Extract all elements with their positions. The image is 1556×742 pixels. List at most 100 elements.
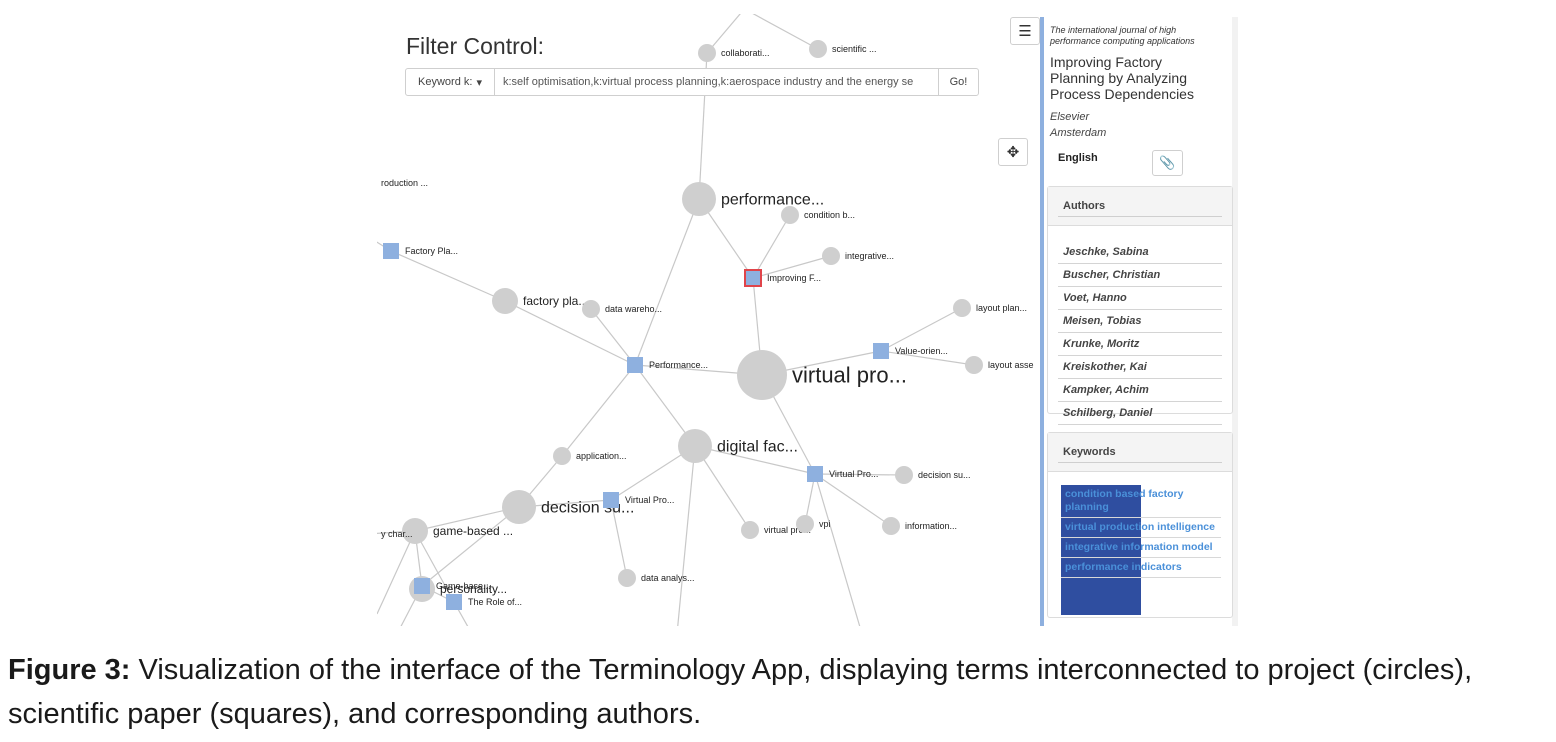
graph-nodes: collaborati... scientific ... roduction ..… — [381, 40, 1034, 610]
project-node[interactable] — [402, 518, 428, 544]
author-item[interactable]: Kreiskother, Kai — [1058, 356, 1222, 379]
divider — [1058, 216, 1222, 217]
graph-edge — [677, 445, 696, 626]
graph-edge — [377, 530, 416, 615]
graph-edge — [706, 14, 741, 54]
project-node[interactable] — [741, 521, 759, 539]
project-node-label: factory pla... — [523, 294, 588, 308]
paper-node[interactable] — [383, 243, 399, 259]
project-node[interactable] — [682, 182, 716, 216]
keyword-item[interactable]: performance indicators — [1061, 558, 1221, 578]
keyword-item[interactable]: integrative information model — [1061, 538, 1221, 558]
project-node[interactable] — [781, 206, 799, 224]
project-node[interactable] — [678, 429, 712, 463]
keywords-panel-title: Keywords — [1063, 446, 1116, 458]
graph-edge — [421, 506, 520, 587]
dropdown-label: Keyword k: — [418, 76, 473, 88]
term-network-graph[interactable]: collaborati... scientific ... roduction ..… — [377, 14, 1037, 626]
project-node[interactable] — [582, 300, 600, 318]
project-node-label: scientific ... — [832, 44, 877, 54]
selected-paper-node[interactable] — [744, 269, 762, 287]
graph-edge — [414, 506, 520, 532]
caption-text: Visualization of the interface of the Te… — [8, 654, 1473, 730]
project-node-label: data analys... — [641, 573, 695, 583]
journal-name: The international journal of high perfor… — [1050, 25, 1195, 46]
project-node-label: roduction ... — [381, 178, 428, 188]
project-node[interactable] — [953, 299, 971, 317]
hamburger-menu-icon: ☰ — [1018, 23, 1032, 40]
keywords-panel-header: Keywords — [1048, 433, 1232, 472]
filter-query-input[interactable] — [495, 69, 938, 95]
project-node-label: collaborati... — [721, 48, 770, 58]
graph-edge — [814, 473, 905, 476]
author-item[interactable]: Voet, Hanno — [1058, 287, 1222, 310]
project-node[interactable] — [965, 356, 983, 374]
graph-edges — [377, 14, 975, 626]
graph-edge — [414, 530, 455, 603]
menu-button[interactable]: ☰ — [1010, 17, 1040, 45]
paperclip-icon: 📎 — [1159, 155, 1176, 170]
project-node[interactable] — [737, 350, 787, 400]
project-node-label: layout asse — [988, 360, 1034, 370]
paper-node-label: Game-base... — [436, 581, 491, 591]
project-node[interactable] — [882, 517, 900, 535]
authors-panel-title: Authors — [1063, 200, 1106, 212]
language: English — [1058, 152, 1098, 164]
project-node[interactable] — [822, 247, 840, 265]
project-node[interactable] — [895, 466, 913, 484]
project-node-label: information... — [905, 521, 957, 531]
paper-node-label: Performance... — [649, 360, 708, 370]
keyword-item[interactable]: virtual production intelligence — [1061, 518, 1221, 538]
paper-node[interactable] — [807, 466, 823, 482]
attachment-button[interactable]: 📎 — [1152, 150, 1183, 176]
paper-title: Improving Factory Planning by Analyzing … — [1050, 54, 1194, 102]
paper-node-label: Value-orien... — [895, 346, 948, 356]
paper-node[interactable] — [627, 357, 643, 373]
paper-node[interactable] — [873, 343, 889, 359]
author-list: Jeschke, Sabina Buscher, Christian Voet,… — [1048, 226, 1232, 425]
author-item[interactable]: Meisen, Tobias — [1058, 310, 1222, 333]
author-item[interactable]: Krunke, Moritz — [1058, 333, 1222, 356]
go-button[interactable]: Go! — [938, 69, 978, 95]
author-item[interactable]: Kampker, Achim — [1058, 379, 1222, 402]
author-item[interactable]: Jeschke, Sabina — [1058, 241, 1222, 264]
author-item[interactable]: Buscher, Christian — [1058, 264, 1222, 287]
graph-edge — [610, 499, 628, 579]
paper-node-label: Factory Pla... — [405, 246, 458, 256]
project-node-label: data wareho... — [605, 304, 662, 314]
project-node[interactable] — [502, 490, 536, 524]
paper-node[interactable] — [414, 578, 430, 594]
publication-place: Amsterdam — [1050, 127, 1107, 139]
project-node[interactable] — [796, 515, 814, 533]
divider — [1058, 462, 1222, 463]
project-node[interactable] — [698, 44, 716, 62]
sidebar-scrollbar[interactable] — [1232, 17, 1238, 626]
paper-node[interactable] — [446, 594, 462, 610]
paper-node-label: Virtual Pro... — [625, 495, 674, 505]
keyword-item[interactable]: condition based factory planning — [1061, 485, 1221, 518]
graph-edge — [390, 250, 506, 302]
project-node[interactable] — [618, 569, 636, 587]
caption-label: Figure 3: — [8, 654, 131, 686]
graph-edge — [814, 473, 861, 626]
paper-node[interactable] — [603, 492, 619, 508]
project-node-label: integrative... — [845, 251, 894, 261]
graph-edge — [561, 364, 636, 457]
graph-edge — [814, 473, 892, 527]
recenter-button[interactable]: ✥ — [998, 138, 1028, 166]
filter-bar: Keyword k: ▾ Go! — [405, 68, 979, 96]
graph-canvas[interactable]: collaborati... scientific ... roduction ..… — [377, 14, 1037, 626]
graph-edge — [752, 255, 832, 279]
author-item[interactable]: Schilberg, Daniel — [1058, 402, 1222, 425]
project-node-label: decision su... — [918, 470, 971, 480]
project-node[interactable] — [492, 288, 518, 314]
project-node[interactable] — [809, 40, 827, 58]
keyword-type-dropdown[interactable]: Keyword k: ▾ — [406, 69, 495, 95]
paper-node-label: The Role of... — [468, 597, 522, 607]
project-node[interactable] — [553, 447, 571, 465]
project-node-label: decision su... — [541, 500, 634, 517]
authors-panel-header: Authors — [1048, 187, 1232, 226]
graph-edge — [880, 307, 963, 352]
graph-edge — [880, 350, 975, 366]
